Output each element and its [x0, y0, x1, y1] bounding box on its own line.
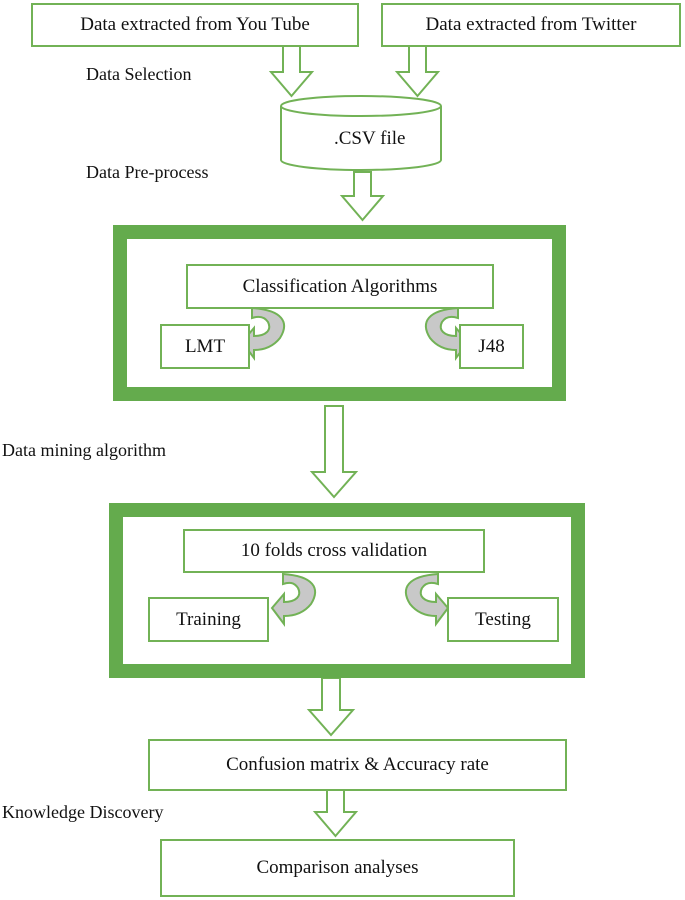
csv-file-label: .CSV file [334, 128, 406, 149]
classification-title: Classification Algorithms [242, 275, 438, 297]
stage-mining-label: Data mining algorithm [2, 440, 166, 460]
testing-label: Testing [475, 608, 531, 630]
confusion-box: Confusion matrix & Accuracy rate [148, 739, 567, 791]
source-youtube-box: Data extracted from You Tube [31, 3, 359, 47]
csv-cylinder [280, 95, 442, 171]
arrow-twitter-to-csv [394, 45, 441, 98]
validation-title-box: 10 folds cross validation [183, 529, 485, 573]
stage-preprocess-label: Data Pre-process [86, 162, 209, 182]
training-label: Training [176, 608, 241, 630]
stage-knowledge-label: Knowledge Discovery [2, 802, 164, 822]
arrow-validation-to-confusion [306, 677, 356, 737]
source-youtube-label: Data extracted from You Tube [80, 14, 310, 35]
testing-box: Testing [447, 597, 559, 642]
arrow-confusion-to-comparison [312, 789, 359, 838]
training-box: Training [148, 597, 269, 642]
curl-arrow-training [270, 572, 317, 627]
comparison-label: Comparison analyses [256, 857, 419, 878]
classification-title-box: Classification Algorithms [186, 264, 494, 309]
lmt-label: LMT [184, 335, 226, 357]
stage-selection-label: Data Selection [86, 64, 192, 84]
validation-title: 10 folds cross validation [240, 540, 428, 561]
comparison-box: Comparison analyses [160, 839, 515, 897]
source-twitter-box: Data extracted from Twitter [381, 3, 681, 47]
source-twitter-label: Data extracted from Twitter [425, 14, 637, 35]
classification-frame [113, 225, 566, 401]
validation-frame [109, 503, 585, 678]
curl-arrow-testing [404, 572, 450, 627]
confusion-label: Confusion matrix & Accuracy rate [226, 754, 489, 775]
j48-box: J48 [459, 324, 524, 369]
lmt-box: LMT [160, 324, 250, 369]
j48-label: J48 [478, 335, 505, 357]
arrow-youtube-to-csv [268, 45, 315, 98]
arrow-classification-to-validation [309, 405, 359, 499]
arrow-csv-to-classification [339, 171, 386, 222]
